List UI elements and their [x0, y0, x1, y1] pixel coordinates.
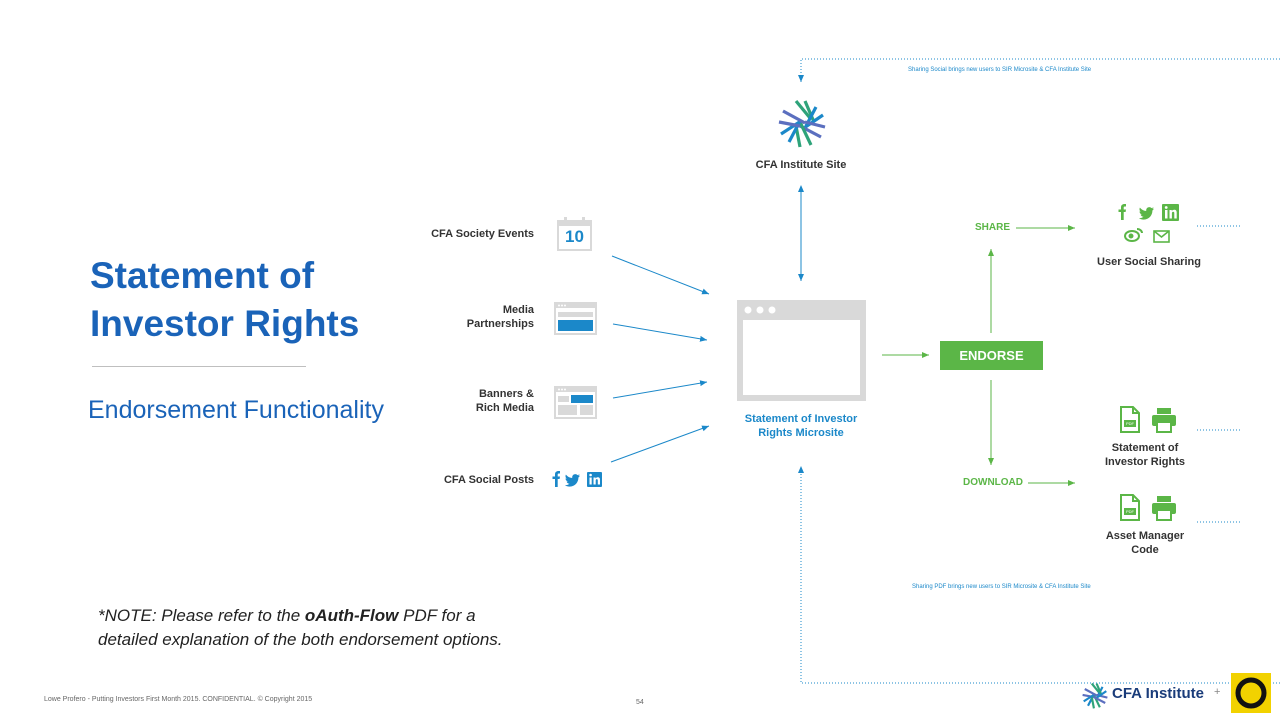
- pdf-badge: PDF: [1126, 509, 1134, 514]
- statement-download-icons: PDF: [1119, 406, 1179, 439]
- linkedin-icon: [587, 472, 602, 487]
- asset-label-line2: Code: [1131, 544, 1159, 556]
- microsite-window-icon: [737, 300, 866, 406]
- top-loop-note: Sharing Social brings new users to SIR M…: [908, 67, 1092, 73]
- agency-logo: [1231, 673, 1271, 713]
- calendar-day: 10: [565, 227, 584, 246]
- linkedin-share-icon: [1162, 204, 1179, 221]
- facebook-icon: [552, 471, 560, 487]
- weibo-icon: [1124, 228, 1143, 242]
- footnote-link-text: oAuth-Flow: [304, 606, 399, 625]
- statement-label-line2: Investor Rights: [1104, 456, 1186, 468]
- arrow-social: [610, 425, 710, 463]
- user-social-icons: [1115, 203, 1185, 250]
- source-banners-line2: Rich Media: [475, 402, 534, 414]
- source-social-label: CFA Social Posts: [443, 474, 534, 486]
- page-subtitle: Endorsement Functionality: [88, 396, 384, 424]
- footnote: *NOTE: Please refer to the oAuth-Flow PD…: [98, 604, 538, 652]
- source-banners-label: Banners & Rich Media: [400, 387, 534, 415]
- pdf-badge: PDF: [1126, 421, 1134, 426]
- footer-brand-name: CFA Institute: [1112, 685, 1204, 702]
- twitter-icon: [564, 474, 580, 487]
- download-label: DOWNLOAD: [963, 477, 1023, 488]
- statement-label-line1: Statement of: [1111, 442, 1179, 454]
- pdf-icon: [1120, 406, 1140, 433]
- asset-download-icons: PDF: [1119, 494, 1179, 527]
- source-media-line2: Partnerships: [466, 318, 534, 330]
- footnote-suffix: PDF for a detailed explanation of the bo…: [98, 606, 503, 649]
- cfa-social-icons: [549, 470, 604, 493]
- arrow-events: [611, 255, 710, 295]
- source-events-label: CFA Society Events: [431, 228, 534, 240]
- microsite-label: Statement of Investor Rights Microsite: [730, 412, 872, 440]
- cfa-site-label: CFA Institute Site: [755, 159, 847, 171]
- cfa-logo-icon: [776, 98, 828, 155]
- source-media-line1: Media: [502, 304, 534, 316]
- facebook-share-icon: [1118, 204, 1126, 220]
- arrow-media: [612, 323, 708, 342]
- page-title: Statement of Investor Rights: [90, 255, 360, 344]
- email-icon: [1153, 230, 1170, 243]
- cfa-footer-logo-icon: [1081, 682, 1109, 715]
- footer-copyright: Lowe Profero - Putting Investors First M…: [44, 696, 313, 703]
- microsite-label-line2: Rights Microsite: [758, 427, 844, 439]
- media-partnership-icon: [554, 302, 597, 340]
- banners-icon: [554, 386, 597, 424]
- title-divider: [92, 366, 306, 367]
- calendar-icon: 10: [557, 217, 592, 251]
- twitter-share-icon: [1138, 207, 1154, 220]
- asset-output-label: Asset Manager Code: [1085, 529, 1205, 557]
- footer-plus: +: [1214, 686, 1221, 698]
- pdf-icon: [1120, 494, 1140, 521]
- printer-icon: [1152, 496, 1176, 521]
- loop-top: [798, 58, 1280, 82]
- share-label: SHARE: [975, 222, 1011, 233]
- source-banners-line1: Banners &: [478, 388, 534, 400]
- statement-output-label: Statement of Investor Rights: [1085, 441, 1205, 469]
- asset-label-line1: Asset Manager: [1105, 530, 1185, 542]
- footnote-prefix: *NOTE: Please refer to the: [98, 606, 305, 625]
- page-number: 54: [636, 699, 644, 706]
- printer-icon: [1152, 408, 1176, 433]
- endorse-button[interactable]: ENDORSE: [940, 341, 1043, 370]
- microsite-label-line1: Statement of Investor: [744, 413, 858, 425]
- user-social-sharing-label: User Social Sharing: [1097, 256, 1201, 268]
- bottom-loop-note: Sharing PDF brings new users to SIR Micr…: [912, 584, 1091, 590]
- source-media-label: Media Partnerships: [400, 303, 534, 331]
- arrow-banners: [612, 380, 708, 399]
- loop-bottom: [798, 466, 1280, 684]
